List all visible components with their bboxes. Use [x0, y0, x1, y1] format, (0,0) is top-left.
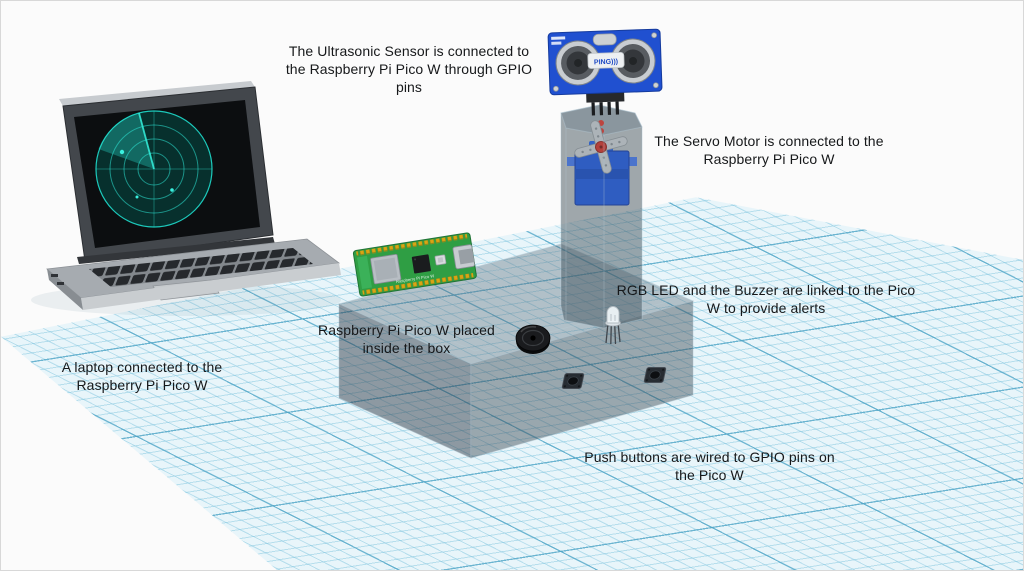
- laptop-port: [57, 282, 64, 285]
- box-left-face: [338, 303, 472, 459]
- laptop-left-edge: [47, 269, 83, 310]
- annotation-servo: The Servo Motor is connected to the Rasp…: [654, 133, 884, 167]
- pico-silkscreen-text: Raspberry Pi Pico W: [396, 273, 435, 284]
- sensor-label-plate: [587, 52, 625, 69]
- sensor-mount-hole: [651, 32, 658, 39]
- pico-wireless-shield-inner: [373, 257, 398, 281]
- pico-board: Raspberry Pi Pico W: [352, 232, 477, 297]
- laptop-keys: [89, 248, 313, 287]
- sensor-pin: [591, 102, 596, 116]
- sensor-transducer-left: [555, 40, 601, 86]
- rgb-led: [605, 306, 621, 345]
- sensor-silkscreen-line: [551, 41, 562, 45]
- buzzer-hole: [530, 335, 536, 341]
- pico-bootsel-cap: [437, 257, 444, 263]
- laptop-front-edge: [81, 263, 341, 310]
- buzzer: [515, 324, 551, 354]
- sensor-transducer-right: [610, 38, 656, 84]
- radar-sweep: [98, 113, 154, 169]
- annotation-laptop: A laptop connected to the Raspberry Pi P…: [61, 359, 223, 393]
- radar-blip: [135, 195, 139, 199]
- sensor-pin: [615, 101, 620, 115]
- annotation-push-buttons: Push buttons are wired to GPIO pins on t…: [584, 449, 835, 483]
- box-top-inset: [359, 254, 669, 352]
- tower-front-edges: [565, 128, 605, 328]
- annotation-pico: Raspberry Pi Pico W placed inside the bo…: [318, 322, 495, 356]
- annotation-rgb-buzzer: RGB LED and the Buzzer are linked to the…: [616, 282, 916, 316]
- pico-rp2040-chip: [411, 254, 431, 274]
- pico-antenna-zone: [357, 255, 372, 290]
- pico-pin-row-bottom: [362, 272, 474, 295]
- radar-display: [95, 110, 213, 228]
- push-button-cap: [567, 376, 579, 386]
- led-dome: [606, 306, 620, 324]
- ultrasonic-sensor: PING))): [547, 28, 663, 116]
- tower-front-film: [561, 105, 642, 328]
- sensor-silkscreen-line: [551, 36, 566, 40]
- sensor-mount-hole: [553, 85, 559, 92]
- laptop-port: [51, 274, 58, 277]
- radar-blip: [119, 149, 125, 155]
- pico-chip-dot: [414, 258, 417, 261]
- laptop-lid-edge: [59, 81, 255, 106]
- servo-horn: [574, 120, 628, 174]
- sensor-mount-hole: [652, 82, 659, 89]
- push-button: [643, 367, 667, 383]
- radar-blip: [170, 188, 174, 192]
- servo-ear: [567, 157, 577, 166]
- pico-usb-opening: [458, 248, 475, 265]
- led-legs: [605, 322, 621, 345]
- sensor-pin: [599, 102, 604, 116]
- sensor-label-text: PING))): [594, 59, 618, 67]
- pico-pin-row-top: [356, 233, 468, 257]
- push-button-cap: [649, 370, 661, 380]
- sensor-pin: [607, 101, 612, 115]
- sensor-connector: [586, 92, 625, 103]
- servo-band: [575, 169, 629, 179]
- laptop-hinge: [77, 237, 275, 264]
- laptop: [46, 81, 341, 310]
- annotation-ultrasonic: The Ultrasonic Sensor is connected to th…: [285, 43, 533, 95]
- tower-top-face: [560, 104, 643, 136]
- sensor-crystal: [592, 33, 617, 46]
- servo-ear: [627, 157, 637, 166]
- push-button: [561, 373, 585, 389]
- servo-motor: [561, 105, 642, 328]
